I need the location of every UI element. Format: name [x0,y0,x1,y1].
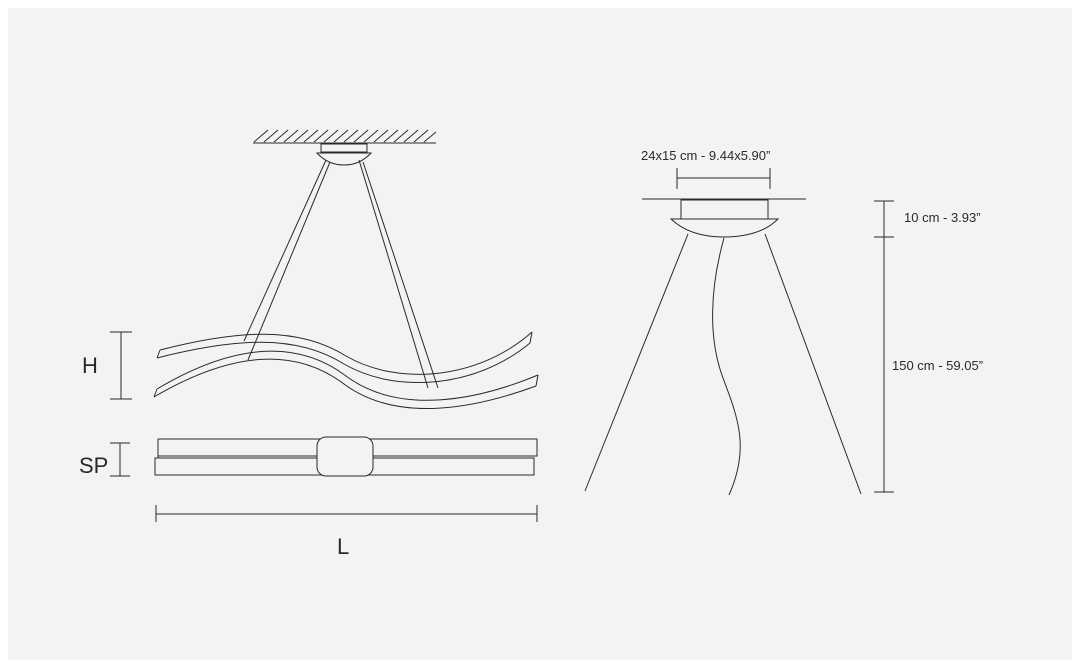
lamp-wave-lower [154,351,538,408]
canopy-dimension-label: 24x15 cm - 9.44x5.90” [641,148,771,163]
height-label: H [82,353,98,378]
right-suspension-cables [585,234,861,495]
technical-drawing: H SP L 24x15 cm - 9.44x5.90” 10 cm - 3.9… [8,8,1072,660]
canopy-width-dimension [677,168,770,189]
length-dimension [156,505,537,522]
vertical-dimension-right [874,201,894,492]
lamp-wave-upper [157,332,532,383]
canopy-height-label: 10 cm - 3.93” [904,210,981,225]
left-suspension-cables [244,160,438,388]
left-canopy [317,144,371,165]
thickness-dimension [110,443,130,476]
lamp-top-view [155,437,537,476]
suspension-length-label: 150 cm - 59.05” [892,358,984,373]
thickness-label: SP [79,453,109,478]
height-dimension [110,332,132,399]
length-label: L [337,534,350,559]
lamp-diagram-svg [8,8,1072,660]
right-canopy [671,200,778,237]
ceiling-hatch [253,130,436,143]
